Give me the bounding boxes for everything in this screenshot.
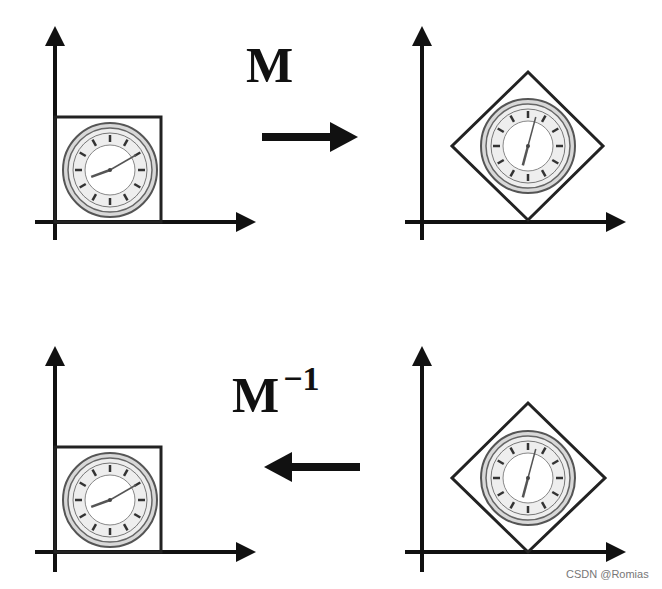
inverse-exponent: −1 <box>283 362 319 396</box>
matrix-label: M <box>246 40 293 90</box>
transform-arrows <box>262 122 360 482</box>
clock-picture <box>63 123 157 217</box>
matrix-label: M <box>232 370 279 420</box>
clock-picture <box>481 99 575 193</box>
frame-shapes <box>55 72 605 552</box>
clock-picture <box>481 431 575 525</box>
clock-picture <box>63 453 157 547</box>
coordinate-axes <box>35 30 622 572</box>
watermark: CSDN @Romias <box>566 569 649 580</box>
clock-pictures <box>63 99 575 547</box>
